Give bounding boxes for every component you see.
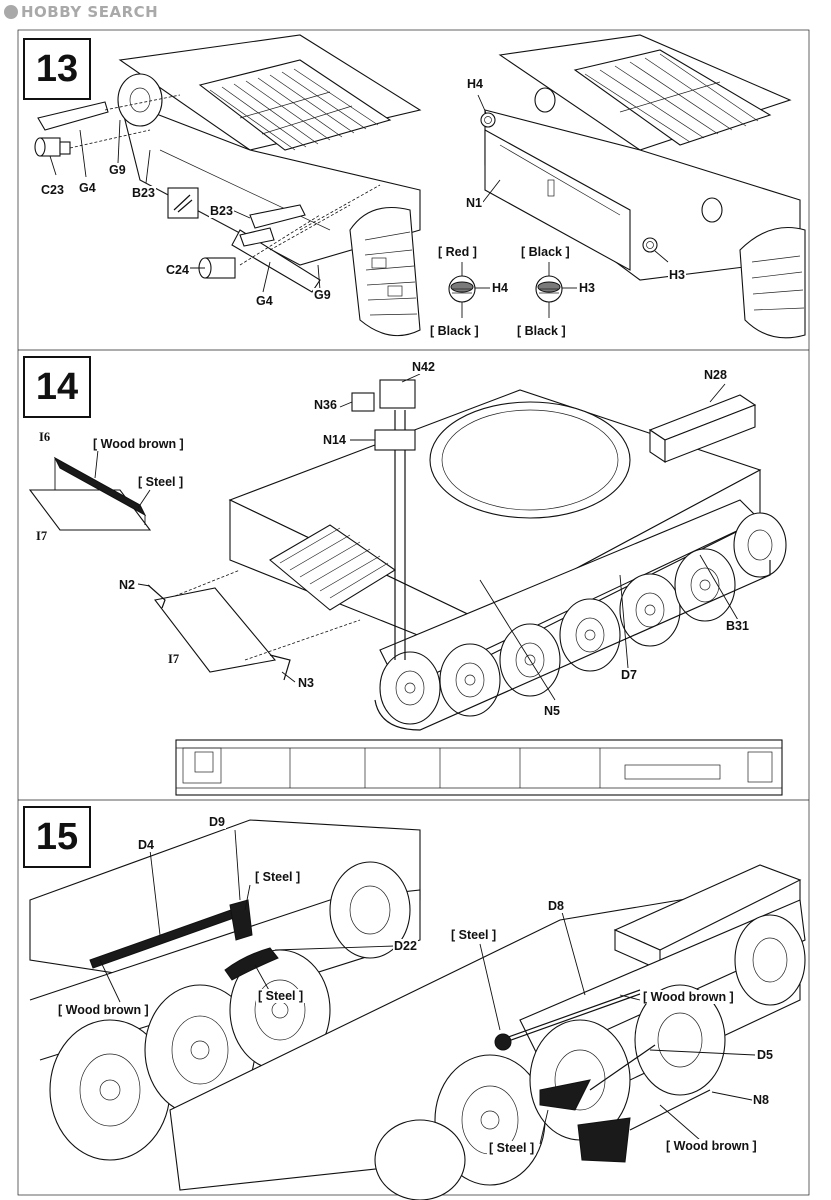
label-d22: D22 [393,939,418,953]
color-black-h3-top: [ Black ] [519,245,572,259]
tool-assembly-n2-n3 [147,569,361,681]
label-c24: C24 [165,263,190,277]
label-n2: N2 [118,578,136,592]
step-number-15: 15 [23,806,91,868]
color-steel-15-d22: [ Steel ] [256,989,306,1003]
label-n3: N3 [297,676,315,690]
watermark: HOBBY SEARCH [4,3,158,21]
color-steel-15-d8: [ Steel ] [449,928,499,942]
step-number-13: 13 [23,38,91,100]
step13-left-track [349,206,421,337]
label-h4-detail: H4 [491,281,509,295]
rear-plate-n1 [484,129,631,271]
engine-grille-right [573,49,772,146]
light-detail-h3 [535,262,577,318]
label-n36: N36 [313,398,338,412]
label-h3-detail: H3 [578,281,596,295]
label-n14: N14 [322,433,347,447]
color-steel-15-d5: [ Steel ] [487,1141,537,1155]
label-d5: D5 [756,1048,774,1062]
label-n1: N1 [465,196,483,210]
label-b23-top: B23 [131,186,156,200]
label-g4-top: G4 [78,181,97,195]
hammer-d22 [224,947,279,981]
color-wood-brown-15-n8: [ Wood brown ] [664,1139,759,1153]
engine-grille [198,59,392,151]
watermark-text: HOBBY SEARCH [21,3,159,21]
step13-right-hull-drawing [477,34,806,339]
label-h3: H3 [668,268,686,282]
label-h4: H4 [466,77,484,91]
color-steel-15-d9: [ Steel ] [253,870,303,884]
step15-right-drawing [169,864,806,1200]
color-wood-brown-14: [ Wood brown ] [91,437,186,451]
label-n5: N5 [543,704,561,718]
label-i6: I6 [38,430,52,444]
label-g9-top: G9 [108,163,127,177]
color-steel-14: [ Steel ] [136,475,186,489]
periscope-n42 [379,379,416,409]
side-view-strip [175,739,783,796]
step14-tank-drawing [28,373,787,731]
tool-detail-i6-i7 [28,449,152,531]
light-detail-h4 [448,262,490,318]
exhaust-shield-g4-top [37,101,109,131]
label-c23: C23 [40,183,65,197]
color-black-h4: [ Black ] [428,324,481,338]
muffler-c23 [34,137,71,157]
label-b23-mid: B23 [209,204,234,218]
label-g9-bottom: G9 [313,288,332,302]
color-wood-brown-15-d8: [ Wood brown ] [641,990,736,1004]
label-d8: D8 [547,899,565,913]
color-black-h3-bottom: [ Black ] [515,324,568,338]
label-i7-top: I7 [35,529,49,543]
step15-left-drawing [29,819,421,1161]
color-wood-brown-15-d4: [ Wood brown ] [56,1003,151,1017]
label-d4: D4 [137,838,155,852]
label-b31: B31 [725,619,750,633]
detail-inset-box [167,187,199,219]
label-n42: N42 [411,360,436,374]
shovel-d5-head [539,1079,591,1111]
hobby-search-logo-icon [4,5,18,19]
label-n28: N28 [703,368,728,382]
pick-d9 [229,899,253,941]
step-number-14: 14 [23,356,91,418]
part-n36 [351,392,375,412]
label-i7-bottom: I7 [167,652,181,666]
turret-ring [429,401,631,519]
label-n8: N8 [752,1093,770,1107]
label-d7: D7 [620,668,638,682]
bracket-n14 [374,429,416,451]
label-d9: D9 [208,815,226,829]
bar-d8 [499,989,641,1041]
road-wheels-14 [379,512,787,725]
label-g4-bottom: G4 [255,294,274,308]
shovel-n8-head [577,1117,631,1163]
step13-left-hull-drawing [34,34,422,337]
color-red-h4: [ Red ] [436,245,479,259]
